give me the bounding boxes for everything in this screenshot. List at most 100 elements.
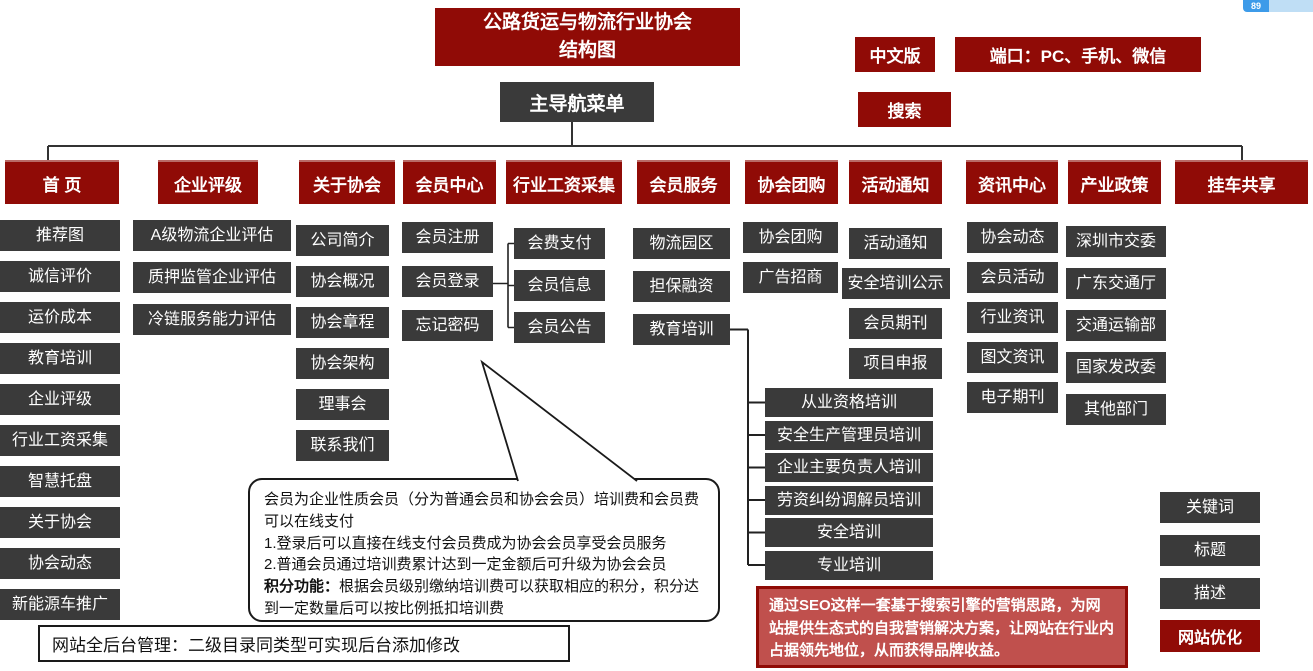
- training-item-5[interactable]: 专业培训: [765, 550, 933, 580]
- node-policy-4[interactable]: 其他部门: [1066, 394, 1166, 425]
- node-rating-2[interactable]: 冷链服务能力评估: [133, 304, 291, 335]
- category-group-buy[interactable]: 协会团购: [745, 160, 838, 204]
- category-about[interactable]: 关于协会: [299, 160, 395, 204]
- node-rating-1[interactable]: 质押监管企业评估: [133, 262, 291, 293]
- node-about-4[interactable]: 理事会: [296, 389, 389, 420]
- seo-item-2[interactable]: 描述: [1160, 578, 1260, 609]
- column-news-items: 协会动态会员活动行业资讯图文资讯电子期刊: [967, 222, 1058, 413]
- training-item-0[interactable]: 从业资格培训: [765, 388, 933, 417]
- training-item-2[interactable]: 企业主要负责人培训: [765, 453, 933, 482]
- node-home-4[interactable]: 企业评级: [0, 384, 120, 415]
- note-points-label: 积分功能：: [264, 578, 340, 595]
- node-news-1[interactable]: 会员活动: [967, 262, 1058, 293]
- node-notice-2[interactable]: 会员期刊: [849, 308, 942, 339]
- column-member-service-items: 物流园区担保融资教育培训: [633, 228, 730, 345]
- category-member-service[interactable]: 会员服务: [637, 160, 730, 204]
- node-notice-0[interactable]: 活动通知: [849, 228, 942, 259]
- membership-note: 会员为企业性质会员（分为普通会员和协会会员）培训费和会员费可以在线支付 1.登录…: [248, 478, 720, 622]
- node-home-0[interactable]: 推荐图: [0, 220, 120, 251]
- diagram-title-line1: 公路货运与物流行业协会: [482, 12, 692, 34]
- node-home-1[interactable]: 诚信评价: [0, 261, 120, 292]
- browser-badge[interactable]: 89: [1243, 0, 1313, 12]
- node-news-4[interactable]: 电子期刊: [967, 382, 1058, 413]
- category-policy[interactable]: 产业政策: [1068, 160, 1161, 204]
- main-nav-label: 主导航菜单: [500, 82, 654, 122]
- node-rating-0[interactable]: A级物流企业评估: [133, 220, 291, 251]
- column-policy-items: 深圳市交委广东交通厅交通运输部国家发改委其他部门: [1066, 226, 1166, 425]
- category-home[interactable]: 首 页: [5, 160, 119, 204]
- node-member-center-0[interactable]: 会员注册: [402, 222, 493, 253]
- node-home-7[interactable]: 关于协会: [0, 507, 120, 538]
- note-item-2: 2.普通会员通过培训费累计达到一定金额后可升级为协会会员: [264, 556, 667, 574]
- node-home-5[interactable]: 行业工资采集: [0, 425, 120, 456]
- category-salary[interactable]: 行业工资采集: [506, 160, 622, 204]
- node-news-2[interactable]: 行业资讯: [967, 302, 1058, 333]
- diagram-title-line2: 结构图: [558, 40, 616, 61]
- node-group-buy-0[interactable]: 协会团购: [743, 222, 838, 253]
- node-home-6[interactable]: 智慧托盘: [0, 466, 120, 497]
- callout-pointer: [480, 359, 638, 482]
- member-bracket-line: [493, 242, 514, 329]
- node-news-0[interactable]: 协会动态: [967, 222, 1058, 253]
- training-item-4[interactable]: 安全培训: [765, 518, 933, 547]
- node-notice-3[interactable]: 项目申报: [849, 348, 942, 379]
- node-member-center-1[interactable]: 会员登录: [402, 266, 493, 297]
- diagram-title: 公路货运与物流行业协会 结构图: [435, 8, 740, 66]
- node-about-1[interactable]: 协会概况: [296, 266, 389, 297]
- node-about-5[interactable]: 联系我们: [296, 430, 389, 461]
- column-notice-items: 活动通知安全培训公示会员期刊项目申报: [841, 228, 950, 379]
- training-item-3[interactable]: 劳资纠纷调解员培训: [765, 485, 933, 515]
- badge-count: 89: [1243, 0, 1269, 12]
- ports-label: 端口：PC、手机、微信: [955, 37, 1201, 72]
- training-bracket-line: [730, 328, 765, 566]
- column-salary-items: 会费支付会员信息会员公告: [514, 228, 605, 343]
- node-policy-3[interactable]: 国家发改委: [1066, 352, 1166, 383]
- node-home-2[interactable]: 运价成本: [0, 302, 120, 333]
- node-about-3[interactable]: 协会架构: [296, 348, 389, 379]
- node-member-center-2[interactable]: 忘记密码: [402, 310, 493, 341]
- node-member-service-1[interactable]: 担保融资: [633, 271, 730, 302]
- column-home-items: 推荐图诚信评价运价成本教育培训企业评级行业工资采集智慧托盘关于协会协会动态新能源…: [0, 220, 120, 620]
- note-paragraph-1: 会员为企业性质会员（分为普通会员和协会会员）培训费和会员费可以在线支付: [264, 491, 700, 530]
- node-group-buy-1[interactable]: 广告招商: [743, 262, 838, 293]
- node-policy-2[interactable]: 交通运输部: [1066, 310, 1166, 341]
- chinese-version-button[interactable]: 中文版: [855, 37, 935, 72]
- node-home-9[interactable]: 新能源车推广: [0, 589, 120, 620]
- node-policy-1[interactable]: 广东交通厅: [1066, 268, 1166, 299]
- node-policy-0[interactable]: 深圳市交委: [1066, 226, 1166, 257]
- note-points-text: 根据会员级别缴纳培训费可以获取相应的积分，积分达到一定数量后可以按比例抵扣培训费: [264, 578, 700, 617]
- column-about-items: 公司简介协会概况协会章程协会架构理事会联系我们: [296, 225, 389, 461]
- node-salary-2[interactable]: 会员公告: [514, 312, 605, 343]
- node-home-8[interactable]: 协会动态: [0, 548, 120, 579]
- seo-highlight-box[interactable]: 网站优化: [1160, 620, 1260, 652]
- category-notice[interactable]: 活动通知: [849, 160, 942, 204]
- column-rating-items: A级物流企业评估质押监管企业评估冷链服务能力评估: [133, 220, 291, 335]
- seo-item-1[interactable]: 标题: [1160, 535, 1260, 566]
- column-group-buy-items: 协会团购广告招商: [743, 222, 838, 293]
- note-points: 积分功能：根据会员级别缴纳培训费可以获取相应的积分，积分达到一定数量后可以按比例…: [264, 576, 704, 620]
- node-notice-1[interactable]: 安全培训公示: [841, 268, 950, 299]
- seo-list: 关键词标题描述: [1160, 492, 1260, 609]
- category-news[interactable]: 资讯中心: [966, 160, 1058, 204]
- node-salary-1[interactable]: 会员信息: [514, 270, 605, 301]
- category-member-center[interactable]: 会员中心: [403, 160, 496, 204]
- nav-tree-line: [47, 122, 1243, 160]
- backend-management-note: 网站全后台管理：二级目录同类型可实现后台添加修改: [38, 625, 570, 662]
- node-about-0[interactable]: 公司简介: [296, 225, 389, 256]
- node-member-service-2[interactable]: 教育培训: [633, 314, 730, 345]
- node-news-3[interactable]: 图文资讯: [967, 342, 1058, 373]
- column-member-center-items: 会员注册会员登录忘记密码: [402, 222, 493, 341]
- note-item-1: 1.登录后可以直接在线支付会员费成为协会会员享受会员服务: [264, 534, 667, 552]
- category-rating[interactable]: 企业评级: [158, 160, 258, 204]
- category-trailer[interactable]: 挂车共享: [1175, 160, 1308, 204]
- training-item-1[interactable]: 安全生产管理员培训: [765, 420, 933, 450]
- seo-description-box: 通过SEO这样一套基于搜索引擎的营销思路，为网站提供生态式的自我营销解决方案，让…: [756, 586, 1128, 668]
- seo-item-0[interactable]: 关键词: [1160, 492, 1260, 523]
- node-member-service-0[interactable]: 物流园区: [633, 228, 730, 259]
- node-salary-0[interactable]: 会费支付: [514, 228, 605, 259]
- node-home-3[interactable]: 教育培训: [0, 343, 120, 374]
- node-about-2[interactable]: 协会章程: [296, 307, 389, 338]
- badge-extension-icon: [1269, 0, 1313, 12]
- search-button[interactable]: 搜索: [858, 92, 951, 127]
